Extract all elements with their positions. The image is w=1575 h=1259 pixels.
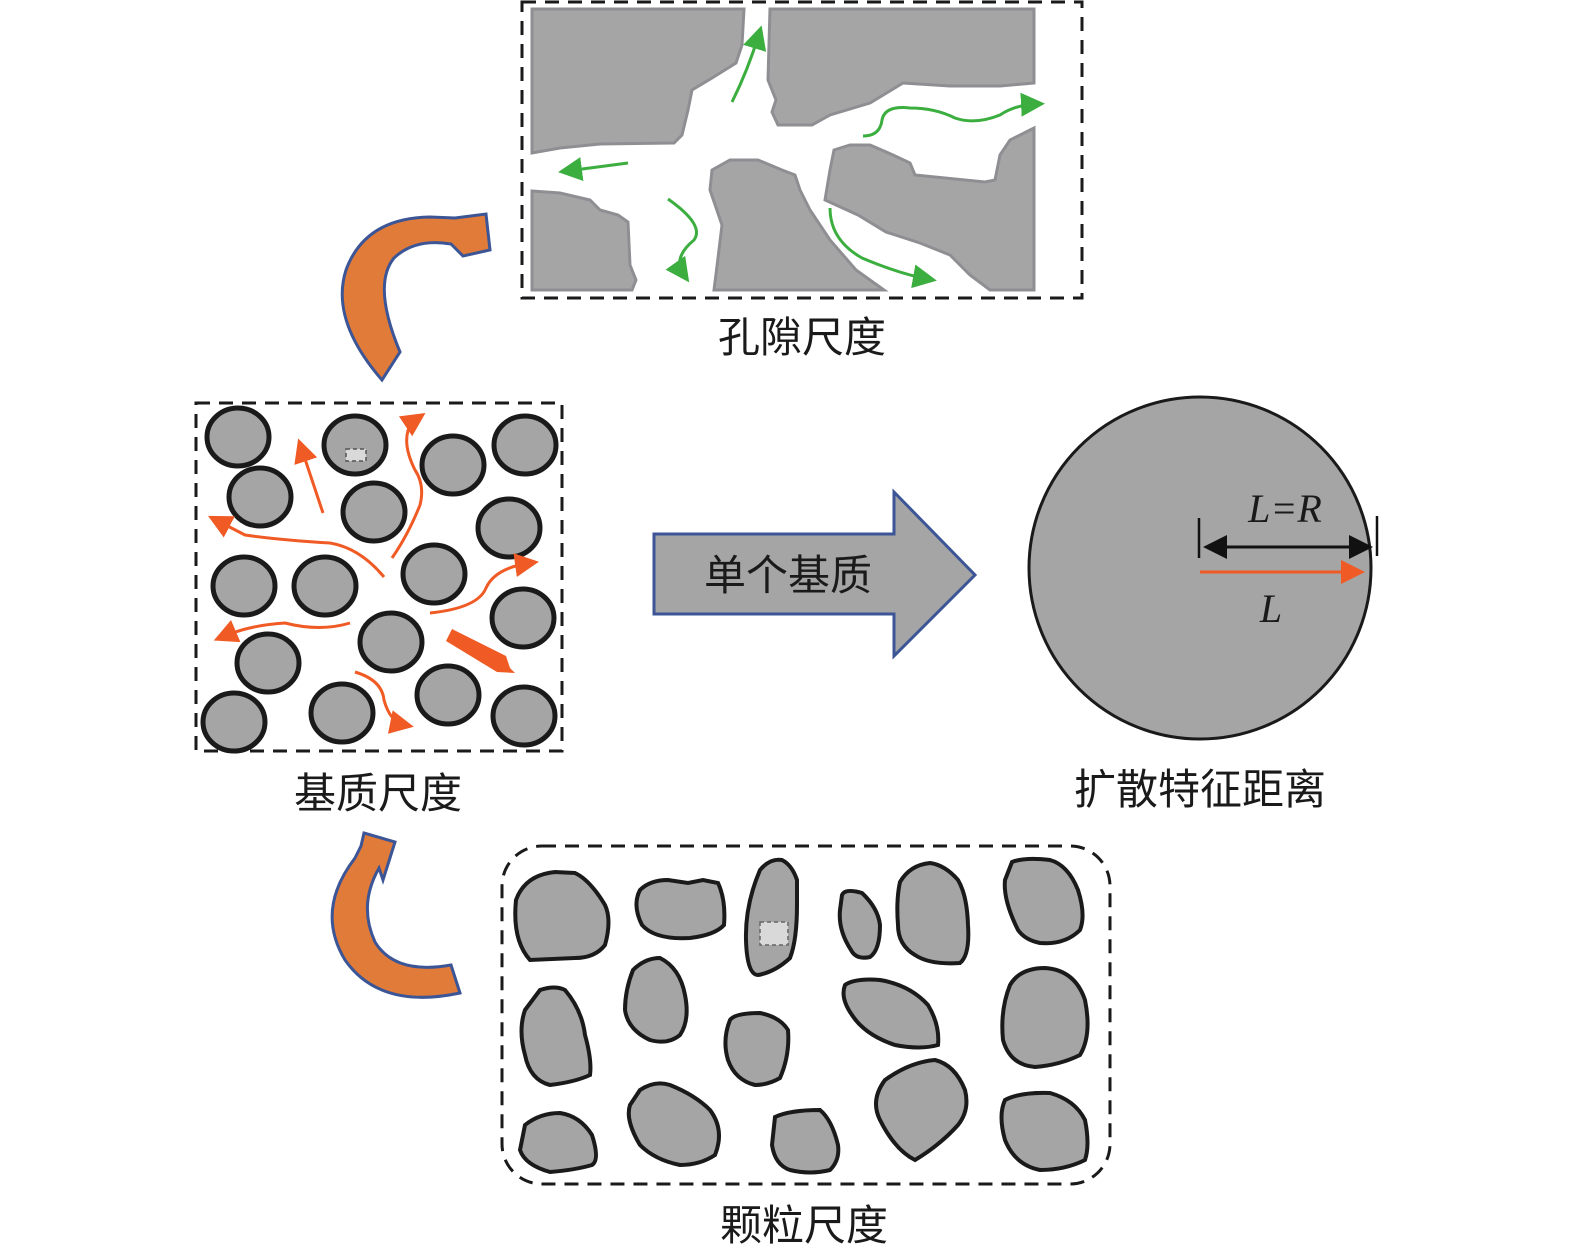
pore-scale-label: 孔隙尺度 [718, 313, 886, 362]
matrix-grains [200, 405, 559, 754]
particle [743, 857, 799, 978]
single-matrix-label: 单个基质 [704, 551, 872, 600]
arrow-icon [429, 553, 539, 615]
arrow-icon [354, 670, 414, 734]
particle-panel-border [500, 844, 1112, 1186]
grain [414, 663, 482, 727]
particle-scale-panel [500, 844, 1112, 1186]
matrix-sphere [1027, 395, 1373, 741]
grain [204, 405, 272, 469]
grain [400, 542, 468, 606]
dimension-label: L=R [1247, 486, 1322, 531]
arrow-icon [665, 197, 698, 283]
arrow-icon [208, 515, 386, 578]
particle-scale-label: 颗粒尺度 [720, 1201, 888, 1250]
particle [519, 985, 593, 1088]
grain [308, 681, 376, 745]
matrix-scale-label: 基质尺度 [294, 769, 462, 818]
grain [321, 413, 389, 477]
particle [999, 1090, 1090, 1173]
pore-scale-panel [520, 0, 1084, 300]
grain [210, 554, 278, 618]
single-matrix-arrow: 单个基质 [652, 488, 978, 660]
particle [874, 1057, 969, 1163]
pore-solid [530, 7, 746, 155]
particle [895, 860, 971, 966]
arrow-icon [213, 620, 351, 643]
grain [357, 610, 425, 674]
particle [513, 869, 611, 963]
pore-solids [530, 7, 1036, 292]
radius-label: L [1259, 586, 1282, 631]
thick-flow-arrow-icon [446, 629, 515, 673]
grain [419, 433, 487, 497]
particle [622, 955, 689, 1044]
particle [1002, 856, 1085, 946]
grain [234, 631, 302, 695]
particle-highlight-box [759, 921, 789, 946]
particle [634, 877, 727, 941]
curved-arrow-icon [330, 831, 462, 999]
particle [626, 1081, 721, 1168]
grain [491, 413, 559, 477]
single-matrix-detail: L=R L [1027, 395, 1379, 741]
pore-solid [530, 189, 638, 292]
matrix-flow-arrows [208, 413, 539, 734]
pore-solid [766, 7, 1036, 127]
grain [291, 554, 359, 618]
pore-panel-border [520, 0, 1084, 300]
arrow-icon [294, 438, 325, 514]
pore-solid [708, 158, 889, 292]
diffusion-distance-label: 扩散特征距离 [1074, 765, 1326, 814]
grain [490, 684, 558, 748]
arrow-icon [862, 92, 1045, 138]
arrow-icon [390, 413, 426, 559]
particle [723, 1010, 791, 1088]
matrix-panel-border [194, 401, 564, 753]
particles [513, 856, 1090, 1175]
arrow-icon [828, 207, 937, 289]
grain [200, 690, 268, 754]
particle [517, 1110, 598, 1175]
pore-solid [823, 125, 1036, 292]
matrix-highlight-box [345, 448, 367, 462]
arrow-icon [558, 157, 629, 181]
block-arrow-icon [652, 488, 978, 660]
particle [841, 977, 941, 1050]
particle [1000, 965, 1090, 1070]
particle [769, 1107, 841, 1175]
arrow-icon [730, 25, 767, 103]
grain [489, 586, 557, 650]
grain [340, 480, 408, 544]
pore-flow-arrows [558, 25, 1045, 289]
grain [226, 465, 294, 529]
particle [837, 888, 883, 960]
grain [475, 496, 543, 560]
matrix-scale-panel [194, 401, 564, 754]
curved-arrow-icon [340, 212, 492, 383]
